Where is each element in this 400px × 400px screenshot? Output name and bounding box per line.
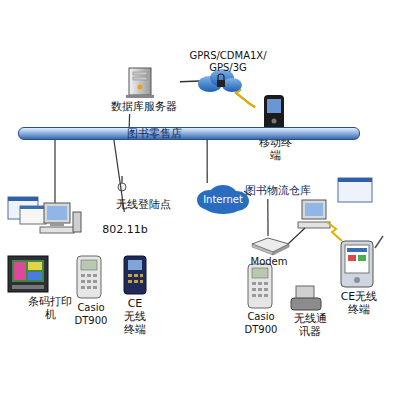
device-node: Casio DT900 [70,255,112,327]
link-label: GPRS/CDMA1X/GPS/3G [186,50,270,74]
device-node: 无线通讯器 [287,284,333,340]
node-label: 图书物流仓库 [244,184,312,197]
node-label: 条码打印机 [27,295,73,321]
network-line [129,114,130,127]
device-node: CE 无线 终端 [115,255,155,339]
wireless-link [180,81,255,107]
device-node: Modem [245,236,293,268]
server-icon [126,68,154,98]
node-label: 无线通讯器 [292,312,328,338]
printer-icon [8,256,48,292]
protocol-label: 802.11b [100,224,150,236]
node-label: CE无线终端 [339,290,379,316]
device-node: 数据库服务器 [108,68,180,114]
node-label: Modem [245,255,293,268]
device-node: CE无线终端 [333,240,385,318]
pda-icon [341,236,383,287]
bus-bar: 图书零售店 [18,127,360,140]
node-label: 数据库服务器 [108,100,180,113]
node-label: Casio DT900 [240,310,282,336]
node-label: Casio DT900 [70,301,112,327]
device-node: 无线登陆点 [100,176,180,212]
network-line [267,199,268,236]
device-node: Casio DT900 [240,262,282,338]
network-line [207,140,208,183]
modem-icon [252,238,289,255]
node-label: 图书零售店 [127,127,207,140]
node-label: CE 无线 终端 [122,297,148,336]
handheld-icon [77,256,101,298]
cradle-icon [291,286,321,310]
computer-icon [8,140,81,233]
handheld-icon [248,264,272,308]
location-label-box: 图书物流仓库 [244,183,312,199]
device-node: 条码打印机 [5,255,75,325]
ce-terminal-icon [124,256,146,294]
node-label: Internet [195,193,251,206]
node-label: 无线登陆点 [112,198,174,211]
internet-cloud: Internet [195,183,251,215]
